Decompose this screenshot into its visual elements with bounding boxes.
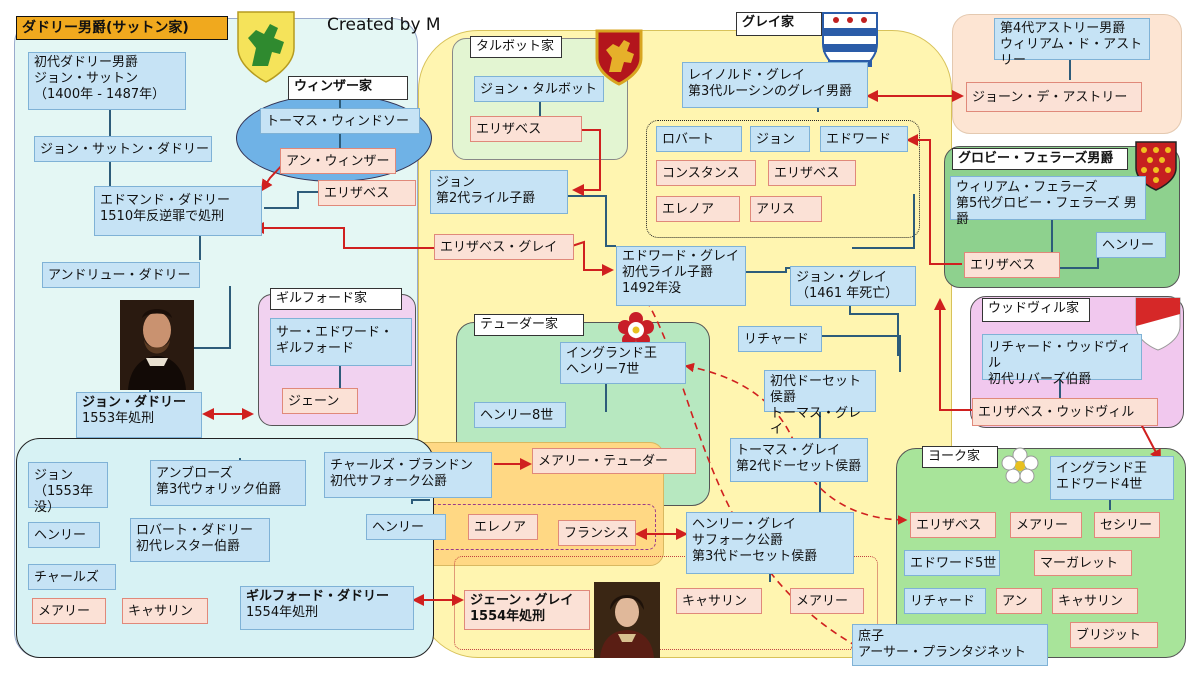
dudley-child-catherine: キャサリン bbox=[122, 598, 208, 624]
york-child-cecily: セシリー bbox=[1094, 512, 1160, 538]
dudley-child-robert: ロバート・ダドリー 初代レスター伯爵 bbox=[130, 518, 270, 562]
person-john-grey: ジョン・グレイ （1461 年死亡） bbox=[790, 266, 916, 306]
york-child-anne: アン bbox=[996, 588, 1042, 614]
person-eleanor-brandon: エレノア bbox=[468, 514, 538, 540]
sibling-constance: コンスタンス bbox=[656, 160, 756, 186]
person-jane-guildford: ジェーン bbox=[282, 388, 358, 414]
person-edward-iv: イングランド王 エドワード4世 bbox=[1050, 456, 1174, 500]
person-william-ferrers: ウィリアム・フェラーズ 第5代グロビー・フェラーズ 男爵 bbox=[950, 176, 1146, 227]
credit-label: Created by M bbox=[327, 15, 441, 35]
person-henry-brandon: ヘンリー bbox=[366, 514, 446, 540]
red-white-crest bbox=[1135, 297, 1181, 351]
grey-siblings-group bbox=[646, 120, 920, 238]
york-family-label: ヨーク家 bbox=[922, 446, 998, 468]
person-henry-grey: ヘンリー・グレイ サフォーク公爵 第3代ドーセット侯爵 bbox=[686, 512, 854, 574]
person-edward-grey: エドワード・グレイ 初代ライル子爵 1492年没 bbox=[616, 246, 746, 306]
person-mary-tudor: メアリー・テューダー bbox=[532, 448, 696, 474]
person-jane-grey-name: ジェーン・グレイ bbox=[470, 593, 574, 608]
york-child-elizabeth: エリザベス bbox=[910, 512, 996, 538]
grobby-family-label: グロビー・フェラーズ男爵 bbox=[952, 148, 1128, 170]
dudley-child-john: ジョン （1553年没） bbox=[28, 462, 108, 515]
person-john-dudley-name: ジョン・ダドリー bbox=[82, 395, 187, 410]
person-henry-viii: ヘンリー8世 bbox=[474, 402, 566, 428]
person-edmund-dudley: エドマンド・ダドリー 1510年反逆罪で処刑 bbox=[94, 186, 262, 236]
blue-white-barry-crest bbox=[822, 12, 878, 78]
person-arthur-plantagenet: 庶子 アーサー・プランタジネット bbox=[852, 624, 1048, 666]
sibling-eleanor: エレノア bbox=[656, 196, 740, 222]
portrait-john-dudley bbox=[120, 300, 194, 390]
person-elizabeth-grey: エリザベス・グレイ bbox=[434, 234, 574, 260]
tudor-family-label: テューダー家 bbox=[474, 314, 584, 336]
portrait-jane-grey bbox=[594, 582, 660, 658]
person-catherine-grey: キャサリン bbox=[676, 588, 762, 614]
person-john-sutton: 初代ダドリー男爵 ジョン・サットン （1400年 - 1487年） bbox=[28, 52, 186, 110]
york-child-edward-v: エドワード5世 bbox=[904, 550, 1000, 576]
sibling-robert: ロバート bbox=[656, 126, 742, 152]
dudley-child-charles: チャールズ bbox=[28, 564, 116, 590]
person-andrew-dudley: アンドリュー・ダドリー bbox=[42, 262, 200, 288]
sibling-john: ジョン bbox=[750, 126, 810, 152]
york-child-bridget: ブリジット bbox=[1070, 622, 1158, 648]
talbot-family-label: タルボット家 bbox=[470, 36, 562, 58]
guildford-family-label: ギルフォード家 bbox=[270, 288, 402, 310]
person-william-astley: 第4代アストリー男爵 ウィリアム・ド・アストリー bbox=[994, 18, 1150, 68]
person-thomas-grey-2: トーマス・グレイ 第2代ドーセット侯爵 bbox=[730, 438, 868, 482]
person-john-dudley-note: 1553年処刑 bbox=[82, 411, 155, 426]
person-thomas-windsor: トーマス・ウィンドソー bbox=[260, 108, 420, 134]
person-edward-guildford: サー・エドワード・ ギルフォード bbox=[270, 318, 412, 366]
person-joan-astley: ジョーン・デ・アストリー bbox=[966, 82, 1142, 112]
person-elizabeth-ferrers: エリザベス bbox=[964, 252, 1060, 278]
person-anne-windsor: アン・ウィンザー bbox=[280, 148, 396, 174]
person-jane-grey-note: 1554年処刑 bbox=[470, 609, 546, 624]
person-frances-brandon: フランシス bbox=[558, 520, 636, 546]
marriage-links bbox=[202, 90, 1161, 606]
grey-family-label: グレイ家 bbox=[736, 12, 822, 36]
red-lion-crest bbox=[595, 29, 643, 86]
person-richard-woodville: リチャード・ウッドヴィル 初代リバーズ伯爵 bbox=[982, 334, 1142, 387]
dudley-child-henry: ヘンリー bbox=[28, 522, 100, 548]
person-john-talbot: ジョン・タルボット bbox=[474, 76, 604, 102]
person-jane-grey: ジェーン・グレイ 1554年処刑 bbox=[464, 590, 590, 630]
white-rose-icon bbox=[1001, 447, 1039, 484]
sibling-elizabeth: エリザベス bbox=[768, 160, 856, 186]
person-richard-grey: リチャード bbox=[738, 326, 822, 352]
person-elizabeth-talbot: エリザベス bbox=[470, 116, 582, 142]
person-henry-vii: イングランド王 ヘンリー7世 bbox=[560, 342, 686, 384]
person-john-dudley: ジョン・ダドリー 1553年処刑 bbox=[76, 392, 202, 438]
green-lion-crest bbox=[237, 11, 295, 83]
windsor-family-label: ウィンザー家 bbox=[288, 76, 408, 100]
york-child-margaret: マーガレット bbox=[1034, 550, 1132, 576]
guildford-dudley-name: ギルフォード・ダドリー bbox=[246, 589, 390, 604]
guildford-dudley-note: 1554年処刑 bbox=[246, 605, 319, 620]
person-thomas-grey-1: 初代ドーセット侯爵 トーマス・グレイ bbox=[764, 370, 876, 437]
person-charles-brandon: チャールズ・ブランドン 初代サフォーク公爵 bbox=[324, 452, 492, 498]
person-john-lisle: ジョン 第2代ライル子爵 bbox=[430, 170, 568, 214]
person-john-sutton-dudley: ジョン・サットン・ダドリー bbox=[34, 136, 212, 162]
person-reynold-grey: レイノルド・グレイ 第3代ルーシンのグレイ男爵 bbox=[682, 62, 868, 108]
dudley-child-guildford: ギルフォード・ダドリー 1554年処刑 bbox=[240, 586, 414, 630]
dudley-child-ambrose: アンブローズ 第3代ウォリック伯爵 bbox=[150, 460, 306, 506]
person-elizabeth-woodville: エリザベス・ウッドヴィル bbox=[972, 398, 1158, 426]
woodville-family-label: ウッドヴィル家 bbox=[982, 298, 1090, 322]
sibling-alice: アリス bbox=[750, 196, 822, 222]
person-henry-ferrers: ヘンリー bbox=[1096, 232, 1166, 258]
person-mary-grey: メアリー bbox=[790, 588, 864, 614]
person-elizabeth-windsor: エリザベス bbox=[318, 180, 416, 206]
york-child-catherine: キャサリン bbox=[1052, 588, 1138, 614]
dudley-family-label: ダドリー男爵(サットン家) bbox=[16, 16, 228, 40]
york-child-richard: リチャード bbox=[904, 588, 986, 614]
sibling-edward: エドワード bbox=[820, 126, 908, 152]
york-child-mary: メアリー bbox=[1010, 512, 1082, 538]
dudley-child-mary: メアリー bbox=[32, 598, 106, 624]
